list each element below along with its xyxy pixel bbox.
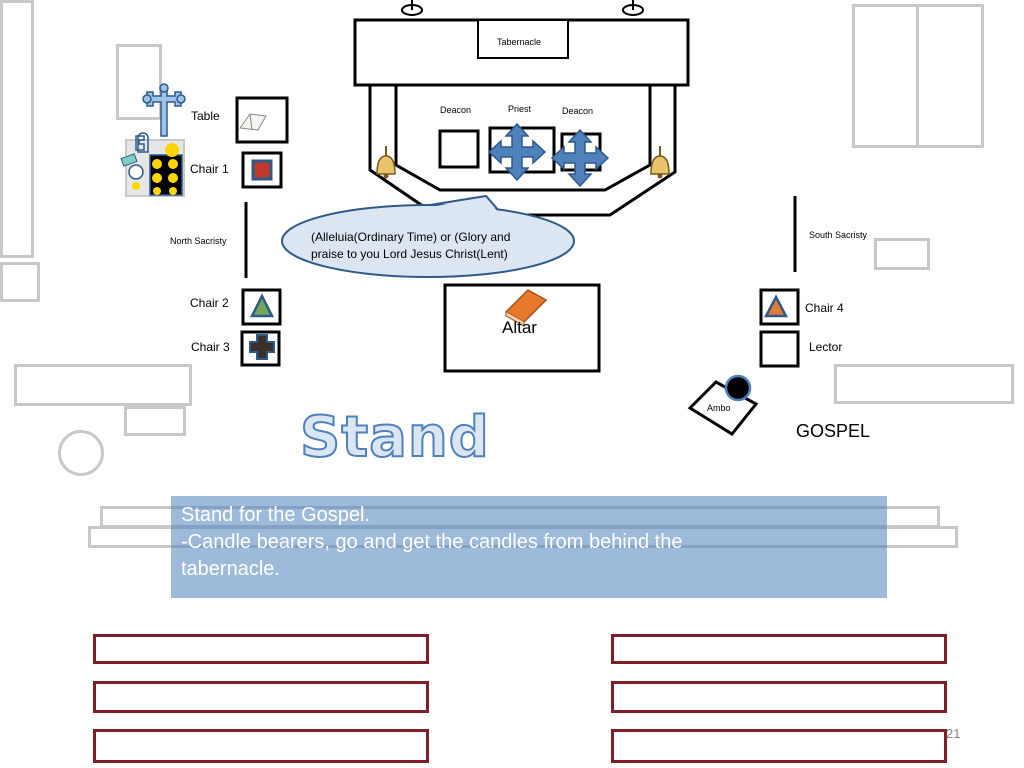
- chair3-plus-shape-icon: [249, 334, 275, 360]
- deacon-left-chair: [438, 129, 480, 169]
- pew-right-1: [611, 634, 947, 664]
- chair1-label: Chair 1: [190, 162, 229, 176]
- chair3-label: Chair 3: [191, 340, 230, 354]
- deacon-arrow-cross-icon: [550, 128, 610, 188]
- left-small-bench: [124, 406, 186, 436]
- bell-left-icon: [376, 146, 396, 179]
- deacon-right-label: Deacon: [562, 106, 594, 116]
- ambo-reader-icon: [724, 374, 752, 402]
- right-bench: [834, 364, 1014, 404]
- bell-right-icon: [650, 146, 670, 179]
- instruction-line-3: tabernacle.: [181, 558, 280, 580]
- altar-label: Altar: [502, 318, 537, 337]
- table-book-icon: [239, 113, 267, 131]
- instruction-line-2: -Candle bearers, go and get the candles …: [181, 531, 683, 553]
- pew-left-2: [93, 681, 429, 713]
- chair2-triangle-icon: [249, 293, 275, 318]
- left-bench: [14, 364, 192, 406]
- instruction-line-1: Stand for the Gospel.: [181, 504, 371, 526]
- lector-label: Lector: [809, 340, 843, 354]
- candle-stand-left-icon: [401, 0, 423, 16]
- callout-bubble: [281, 204, 575, 278]
- gospel-label: GOSPEL: [796, 421, 871, 441]
- altar-book-icon: [504, 289, 548, 327]
- tabernacle-box: [477, 19, 569, 59]
- deacon-left-label: Deacon: [440, 105, 472, 115]
- chair1-square-icon: [251, 159, 273, 181]
- pew-left-3: [93, 729, 429, 763]
- right-wall-divider: [916, 4, 919, 148]
- baptismal-font-circle: [58, 430, 104, 476]
- candle-stand-right-icon: [622, 0, 644, 16]
- priest-arrow-cross-icon: [487, 122, 547, 182]
- ambo-label: Ambo: [707, 403, 731, 413]
- right-sacristy-box: [874, 238, 930, 270]
- priest-label: Priest: [508, 104, 532, 114]
- sanctuary-step-inner: [394, 85, 652, 192]
- chair2-label: Chair 2: [190, 296, 229, 310]
- posture-title: Stand: [299, 404, 490, 471]
- pew-right-3: [611, 729, 947, 763]
- pew-right-2: [611, 681, 947, 713]
- table-label: Table: [191, 109, 220, 123]
- tabernacle-label: Tabernacle: [497, 37, 542, 47]
- left-wall-panel: [0, 0, 34, 258]
- chair4-triangle-icon: [763, 294, 789, 318]
- page-number: 21: [946, 726, 961, 741]
- north-sacristy-label: North Sacristy: [170, 236, 227, 246]
- server-icons-group: [120, 132, 183, 196]
- pew-left-1: [93, 634, 429, 664]
- south-sacristy-label: South Sacristy: [809, 230, 868, 240]
- left-upper-frame: [116, 44, 162, 120]
- chair4-label: Chair 4: [805, 301, 844, 315]
- lector-box: [759, 330, 800, 368]
- instructions-note: Stand for the Gospel. -Candle bearers, g…: [171, 496, 887, 598]
- callout-text-line1: (Alleluia(Ordinary Time) or (Glory and: [311, 230, 511, 244]
- callout-text-line2: praise to you Lord Jesus Christ(Lent): [311, 247, 508, 261]
- processional-cross-icon: [142, 83, 186, 137]
- left-small-box: [0, 262, 40, 302]
